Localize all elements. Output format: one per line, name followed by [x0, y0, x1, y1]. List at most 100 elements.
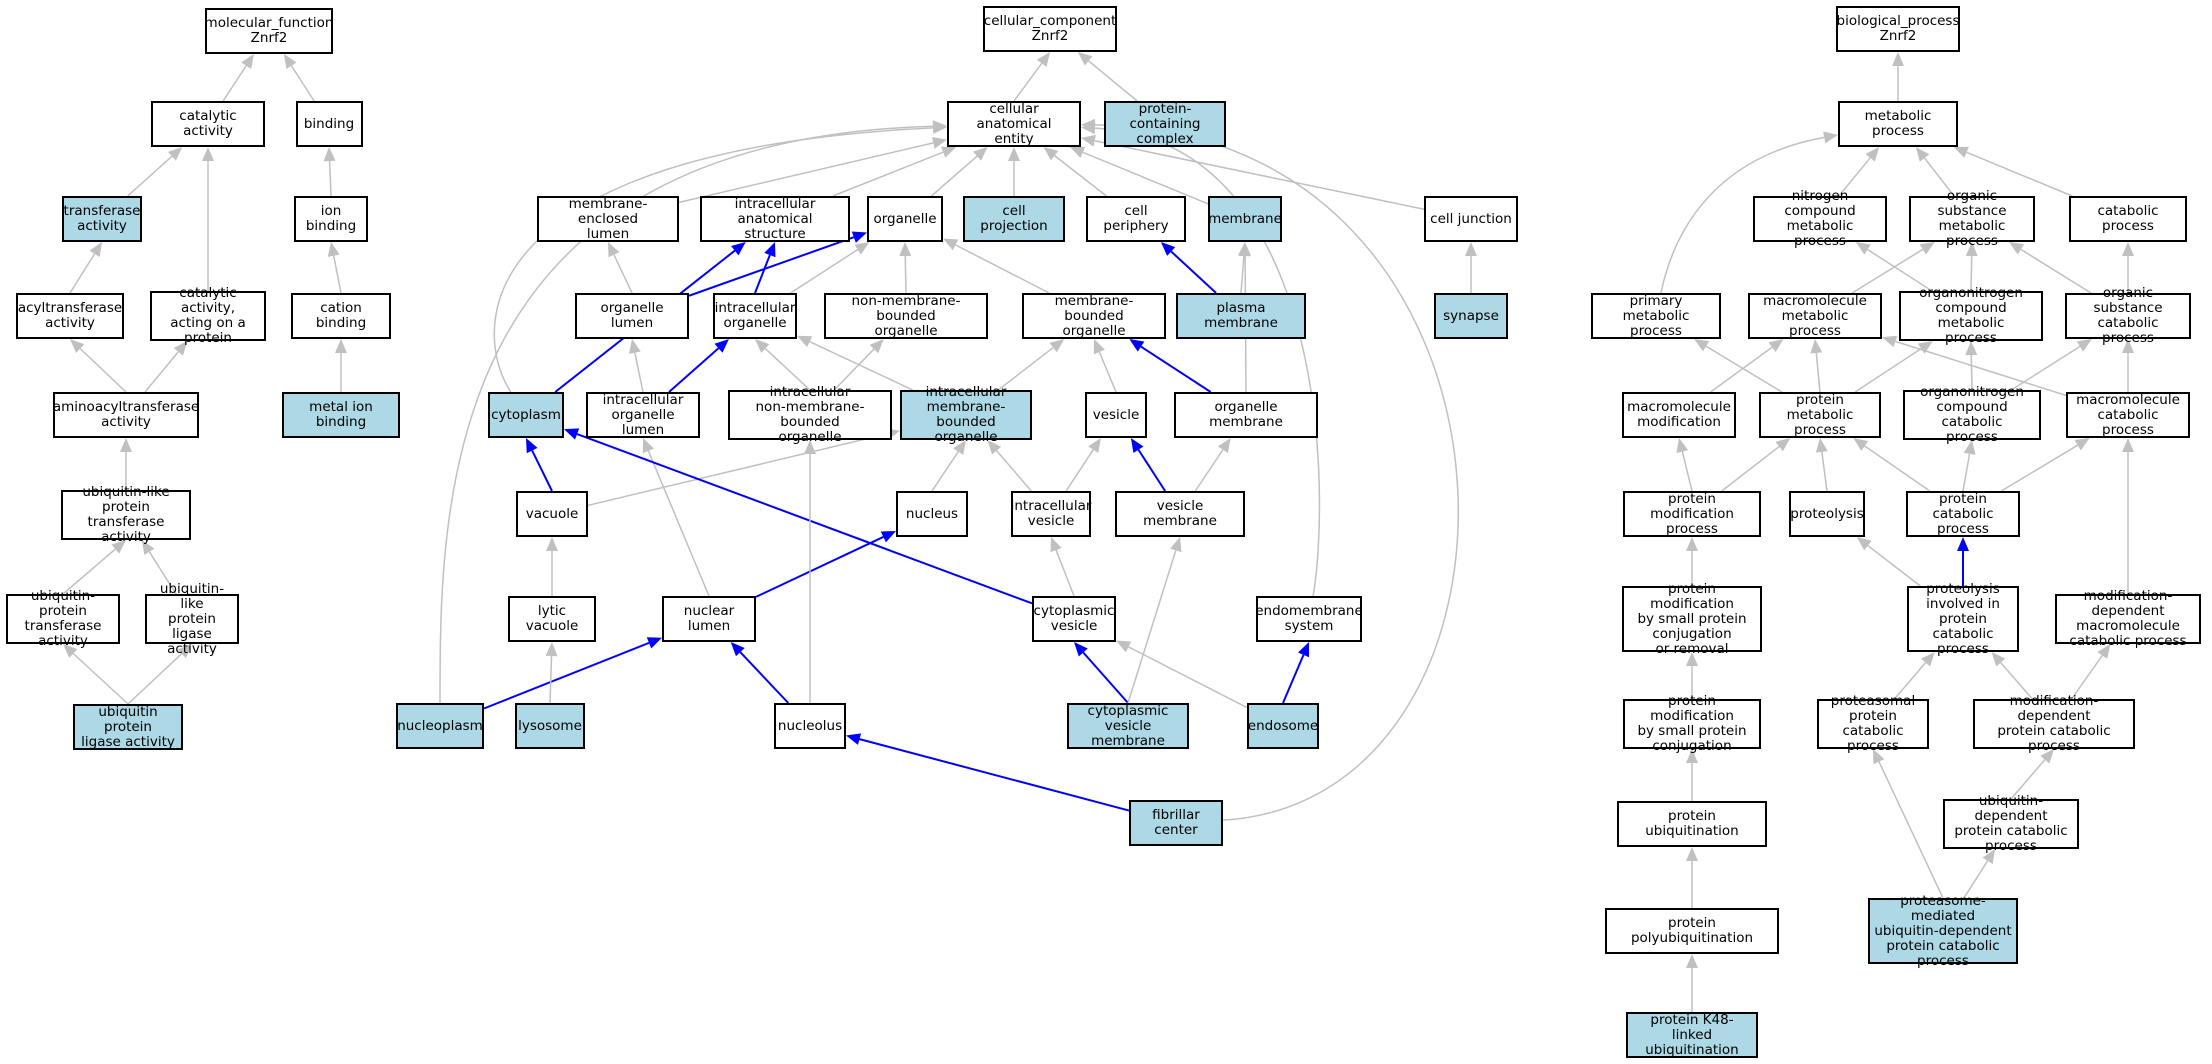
edge-nucleolus-to-intra-non-memb: [804, 440, 816, 703]
go-term-cytoplasm[interactable]: cytoplasm: [488, 392, 564, 438]
edge-synapse-to-cell-junction: [1465, 242, 1477, 293]
go-term-binding[interactable]: binding: [295, 101, 363, 147]
go-term-proteolysis-cat[interactable]: proteolysis involved in protein cataboli…: [1907, 581, 2019, 656]
edge-nucleolus-to-nuclear-lumen: [730, 642, 790, 704]
go-term-cc[interactable]: cellular_component Znrf2: [983, 6, 1117, 52]
go-term-cae[interactable]: cellular anatomical entity: [947, 101, 1081, 147]
edge-arrowhead: [1965, 341, 1978, 356]
go-term-bp[interactable]: biological_process Znrf2: [1836, 6, 1960, 52]
go-term-vacuole[interactable]: vacuole: [516, 491, 588, 537]
go-term-proteasome-ub[interactable]: proteasome-mediated ubiquitin-dependent …: [1868, 893, 2018, 968]
go-term-nucleus[interactable]: nucleus: [896, 491, 968, 537]
go-term-org-nitro-met[interactable]: organonitrogen compound metabolic proces…: [1899, 286, 2043, 346]
go-term-endosome[interactable]: endosome: [1247, 703, 1319, 749]
go-term-mod-dep-macro-cat[interactable]: modification-dependent macromolecule cat…: [2055, 589, 2201, 649]
go-term-membrane[interactable]: membrane: [1208, 196, 1282, 242]
go-term-metabolic[interactable]: metabolic process: [1838, 101, 1958, 147]
go-term-prot-complex[interactable]: protein-containing complex: [1104, 101, 1226, 147]
go-term-prot-mod[interactable]: protein modification process: [1623, 491, 1761, 537]
go-term-nucleoplasm[interactable]: nucleoplasm: [396, 703, 484, 749]
go-term-ubl-ligase[interactable]: ubiquitin-like protein ligase activity: [145, 581, 239, 656]
go-term-intra-vesicle[interactable]: intracellular vesicle: [1011, 491, 1091, 537]
edge-k48-to-prot-poly-ubiq: [1686, 954, 1698, 1012]
go-term-catabolic[interactable]: catabolic process: [2069, 196, 2187, 242]
go-term-endomembrane[interactable]: endomembrane system: [1255, 596, 1363, 642]
go-term-metalion[interactable]: metal ion binding: [282, 392, 400, 438]
edge-arrowhead: [1982, 849, 1996, 865]
go-term-prot-met[interactable]: protein metabolic process: [1759, 392, 1881, 438]
go-term-ub-dep-cat[interactable]: ubiquitin-dependent protein catabolic pr…: [1943, 794, 2079, 854]
go-term-cell-projection[interactable]: cell projection: [963, 196, 1065, 242]
go-term-ionbinding[interactable]: ion binding: [294, 196, 368, 242]
go-term-ubl-transferase[interactable]: ubiquitin-like protein transferase activ…: [61, 485, 191, 545]
edge-arrowhead: [327, 242, 340, 257]
go-term-aminoacyl[interactable]: aminoacyltransferase activity: [53, 392, 199, 438]
go-term-mod-dep-prot-cat[interactable]: modification-dependent protein catabolic…: [1973, 694, 2135, 754]
go-term-catprotein[interactable]: catalytic activity, acting on a protein: [150, 286, 266, 346]
go-term-organelle[interactable]: organelle: [867, 196, 943, 242]
go-term-nitrogen[interactable]: nitrogen compound metabolic process: [1753, 189, 1887, 249]
edge-arrowhead: [1160, 242, 1176, 256]
edge-acyltransferase-to-transferase: [69, 242, 102, 294]
go-term-prot-ubiq[interactable]: protein ubiquitination: [1617, 801, 1767, 847]
go-term-vesicle[interactable]: vesicle: [1085, 392, 1147, 438]
edge-arrowhead: [1130, 438, 1144, 454]
go-term-macro-cat[interactable]: macromolecule catabolic process: [2066, 392, 2190, 438]
go-term-memb-org[interactable]: membrane-bounded organelle: [1022, 293, 1166, 339]
go-term-organelle-lumen[interactable]: organelle lumen: [575, 293, 689, 339]
go-term-proteasomal-cat[interactable]: proteasomal protein catabolic process: [1817, 694, 1929, 754]
go-term-prot-mod-conj[interactable]: protein modification by small protein co…: [1623, 694, 1761, 754]
go-term-nuclear-lumen[interactable]: nuclear lumen: [662, 596, 756, 642]
go-term-k48[interactable]: protein K48-linked ubiquitination: [1626, 1012, 1758, 1058]
go-term-prot-cat[interactable]: protein catabolic process: [1906, 491, 2020, 537]
go-term-mf[interactable]: molecular_function Znrf2: [205, 8, 333, 54]
edge-prot-met-to-macro-met: [1810, 339, 1823, 393]
go-term-org-subst-cat[interactable]: organic substance catabolic process: [2065, 286, 2191, 346]
edge-org-subst-cat-to-org-subst-met: [2008, 242, 2092, 294]
go-term-macro-met[interactable]: macromolecule metabolic process: [1748, 293, 1882, 339]
go-term-nucleolus[interactable]: nucleolus: [774, 703, 846, 749]
go-term-intra-memb[interactable]: intracellular membrane-bounded organelle: [900, 385, 1032, 445]
go-term-prot-poly-ubiq[interactable]: protein polyubiquitination: [1605, 908, 1779, 954]
go-term-cationbinding[interactable]: cation binding: [291, 293, 391, 339]
go-term-intra-non-memb[interactable]: intracellular non-membrane-bounded organ…: [728, 385, 892, 445]
go-term-proteolysis[interactable]: proteolysis: [1789, 491, 1865, 537]
go-term-intra-org-lumen[interactable]: intracellular organelle lumen: [586, 392, 700, 438]
edge-arrowhead: [1116, 640, 1132, 653]
go-term-cell-junction[interactable]: cell junction: [1424, 196, 1518, 242]
go-term-fibrillar[interactable]: fibrillar center: [1129, 800, 1223, 846]
edge-ves-membrane-to-org-membrane: [1194, 438, 1231, 492]
edge-arrowhead: [804, 440, 816, 454]
go-term-cell-periphery[interactable]: cell periphery: [1086, 196, 1186, 242]
go-term-prot-mod-small[interactable]: protein modification by small protein co…: [1622, 581, 1762, 656]
edge-arrowhead: [932, 137, 947, 149]
go-term-transferase[interactable]: transferase activity: [62, 196, 142, 242]
go-term-intra-anat[interactable]: intracellular anatomical structure: [700, 196, 850, 242]
go-term-cyto-ves-memb[interactable]: cytoplasmic vesicle membrane: [1067, 703, 1189, 749]
edge-arrowhead: [1686, 847, 1698, 861]
go-term-catalytic[interactable]: catalytic activity: [151, 101, 265, 147]
go-term-org-membrane[interactable]: organelle membrane: [1174, 392, 1318, 438]
go-term-non-memb-org[interactable]: non-membrane-bounded organelle: [824, 293, 988, 339]
go-term-ves-membrane[interactable]: vesicle membrane: [1115, 491, 1245, 537]
go-term-lysosome[interactable]: lysosome: [515, 703, 585, 749]
edge-intra-non-memb-to-intra-organelle: [755, 339, 811, 391]
go-term-lytic-vacuole[interactable]: lytic vacuole: [508, 596, 596, 642]
go-term-plasma-membrane[interactable]: plasma membrane: [1176, 293, 1306, 339]
go-term-ub-prot-transferase[interactable]: ubiquitin-protein transferase activity: [6, 589, 120, 649]
go-term-intra-organelle[interactable]: intracellular organelle: [713, 293, 797, 339]
go-term-memb-encl-lumen[interactable]: membrane-enclosed lumen: [537, 196, 679, 242]
edge-arrowhead: [2040, 749, 2054, 764]
go-term-ub-ligase[interactable]: ubiquitin protein ligase activity: [73, 704, 183, 750]
edge-nuclear-lumen-to-intra-org-lumen: [642, 438, 710, 597]
edge-arrowhead: [1686, 749, 1698, 763]
go-term-org-nitro-cat[interactable]: organonitrogen compound catabolic proces…: [1903, 385, 2041, 445]
go-term-synapse[interactable]: synapse: [1434, 293, 1508, 339]
go-term-primary-met[interactable]: primary metabolic process: [1591, 293, 1721, 339]
edge-arrowhead: [1170, 537, 1182, 553]
go-term-org-subst-met[interactable]: organic substance metabolic process: [1909, 189, 2035, 249]
go-term-macro-mod[interactable]: macromolecule modification: [1622, 392, 1736, 438]
go-term-acyltransferase[interactable]: acyltransferase activity: [16, 293, 124, 339]
go-term-cyto-vesicle[interactable]: cytoplasmic vesicle: [1032, 596, 1116, 642]
edge-arrowhead: [1963, 440, 1976, 455]
